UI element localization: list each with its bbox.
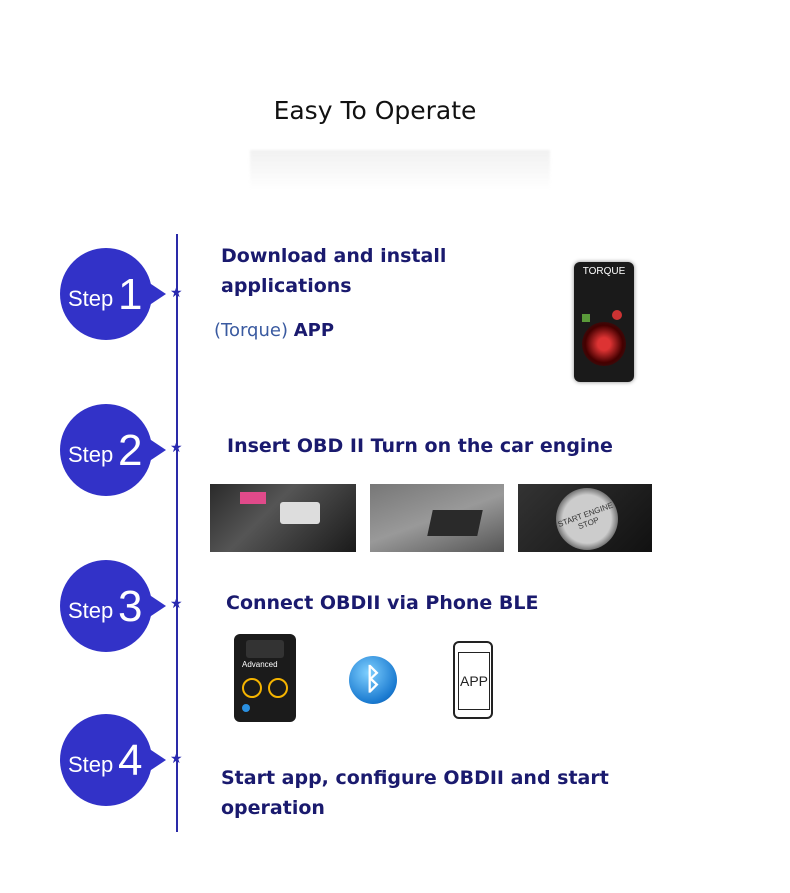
star-icon: ★ xyxy=(170,596,183,612)
step-4-line-2: operation xyxy=(221,797,325,819)
obd-indicator-icon xyxy=(242,678,262,698)
pedal-photo xyxy=(370,484,504,552)
torque-label: TORQUE xyxy=(582,266,626,277)
star-icon: ★ xyxy=(170,440,183,456)
obd-plug xyxy=(280,502,320,524)
app-icon xyxy=(612,310,622,320)
step-number: 4 xyxy=(118,736,143,785)
step-3-text: Connect OBDII via Phone BLE xyxy=(226,592,539,614)
phone-icon: APP xyxy=(453,641,493,719)
app-name: (Torque) xyxy=(214,320,288,341)
obd-port xyxy=(240,492,266,504)
gauge-icon xyxy=(582,322,626,366)
step-1-line-1: Download and install xyxy=(221,245,447,267)
step-word: Step xyxy=(68,752,114,777)
step-word: Step xyxy=(68,598,114,623)
title-reflection xyxy=(250,150,550,190)
step-number: 2 xyxy=(118,426,143,475)
step-3-badge: Step 3 xyxy=(60,560,166,652)
step-number: 1 xyxy=(118,270,143,319)
app-icon xyxy=(582,314,590,322)
bluetooth-icon: ᛒ xyxy=(349,656,397,704)
step-number: 3 xyxy=(118,582,143,631)
step-2-badge: Step 2 xyxy=(60,404,166,496)
start-stop-button-image: START ENGINE STOP xyxy=(556,488,618,550)
timeline-line xyxy=(176,234,178,832)
app-phone-label: APP xyxy=(459,673,488,689)
step-1-text: Download and install applications xyxy=(221,241,446,301)
phone-screen xyxy=(458,652,490,710)
step-4-badge: Step 4 xyxy=(60,714,166,806)
torque-phone-image: TORQUE xyxy=(574,262,634,382)
pedal xyxy=(427,510,483,536)
step-1-line-2: applications xyxy=(221,275,352,297)
ignition-photo: START ENGINE STOP xyxy=(518,484,652,552)
obd-label: Advanced xyxy=(242,660,278,669)
obd-device-image: Advanced xyxy=(234,634,296,722)
step-word: Step xyxy=(68,286,114,311)
star-icon: ★ xyxy=(170,285,183,301)
obd-connector xyxy=(246,640,284,658)
step-4-line-1: Start app, configure OBDII and start xyxy=(221,767,609,789)
step-1-badge: Step 1 xyxy=(60,248,166,340)
step-word: Step xyxy=(68,442,114,467)
start-stop-label: START ENGINE STOP xyxy=(556,500,615,532)
obd-indicator-icon xyxy=(268,678,288,698)
step-4-text: Start app, configure OBDII and start ope… xyxy=(221,763,609,823)
obd-port-photo xyxy=(210,484,356,552)
app-name-line: (Torque) APP xyxy=(214,320,334,341)
bluetooth-led-icon xyxy=(242,704,250,712)
star-icon: ★ xyxy=(170,751,183,767)
page-title: Easy To Operate xyxy=(273,96,477,125)
step-2-text: Insert OBD II Turn on the car engine xyxy=(227,435,613,457)
app-suffix: APP xyxy=(293,320,335,341)
